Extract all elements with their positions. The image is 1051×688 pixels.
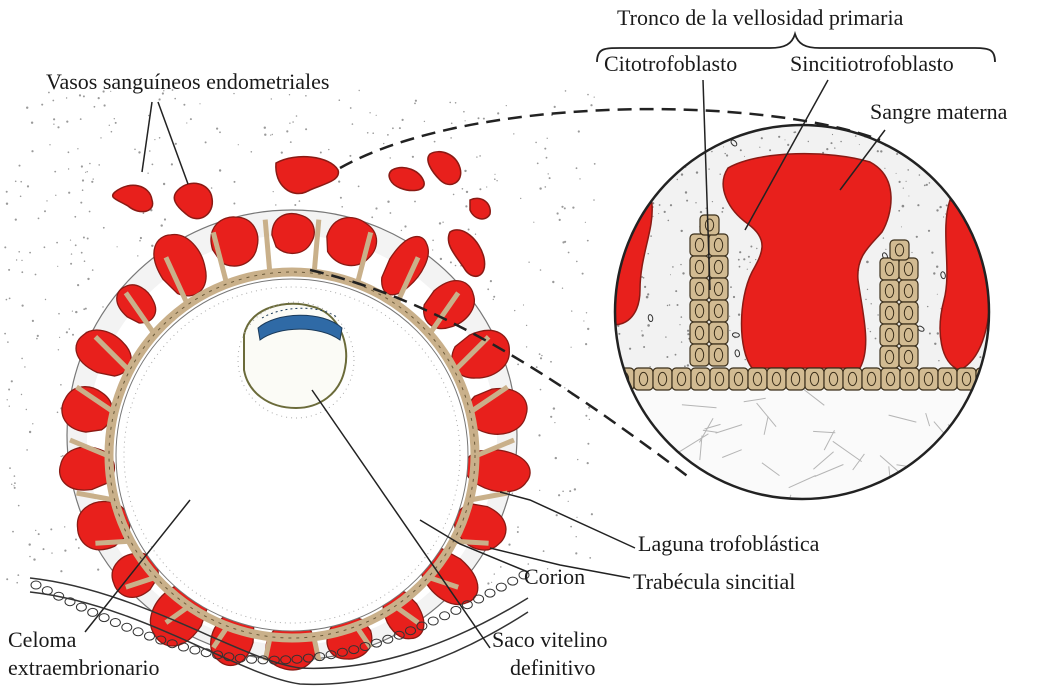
label-definitive-yolk-sac-2: definitivo — [510, 656, 596, 679]
label-maternal-blood: Sangre materna — [870, 100, 1007, 123]
label-primary-villus-stem: Tronco de la vellosidad primaria — [617, 6, 903, 29]
label-extraembryonic-coelom-1: Celoma — [8, 628, 76, 651]
label-syncytial-trabecula: Trabécula sincitial — [633, 570, 795, 593]
label-extraembryonic-coelom-2: extraembrionario — [8, 656, 160, 679]
label-cytotrophoblast: Citotrofoblasto — [604, 52, 737, 75]
magnified-villus — [600, 120, 1016, 525]
label-definitive-yolk-sac-1: Saco vitelino — [492, 628, 607, 651]
label-endometrial-vessels: Vasos sanguíneos endometriales — [46, 70, 330, 93]
label-syncytiotrophoblast: Sincitiotrofoblasto — [790, 52, 954, 75]
label-trophoblastic-lacuna: Laguna trofoblástica — [638, 532, 819, 555]
label-chorion: Corion — [524, 565, 585, 588]
